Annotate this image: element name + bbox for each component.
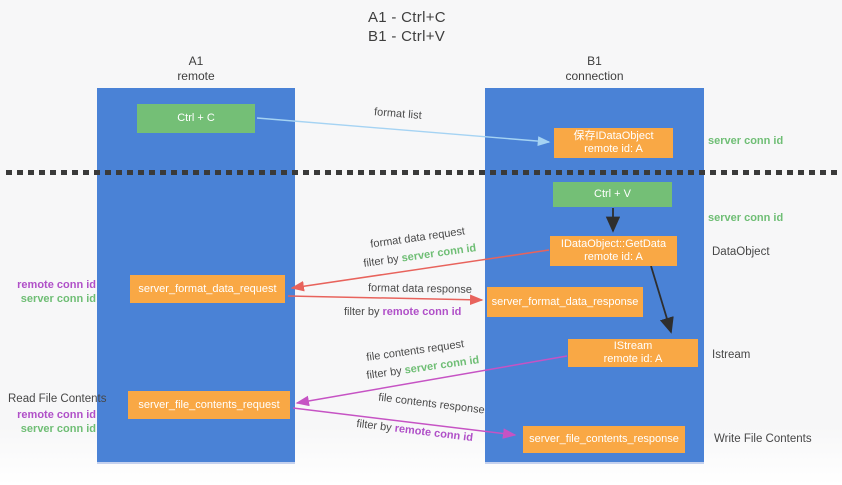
diagram-title: A1 - Ctrl+C B1 - Ctrl+V (368, 8, 446, 46)
column-b1-name: B1 (587, 54, 602, 68)
server-file-contents-request-label: server_file_contents_request (138, 398, 280, 411)
remote-conn-id-filter-value: remote conn id (382, 306, 462, 318)
remote-conn-id-filter-value: remote conn id (393, 422, 474, 445)
istream-node: IStream remote id: A (568, 339, 698, 367)
filter-by-remote-conn-id-label-file: filter by remote conn id (356, 418, 474, 444)
column-header-b1: B1 connection (485, 54, 704, 83)
server-format-data-request-label: server_format_data_request (138, 282, 277, 295)
istream-line2: remote id: A (603, 353, 663, 365)
format-list-edge-label: format list (373, 106, 423, 122)
server-format-data-response-node: server_format_data_response (487, 287, 643, 317)
column-b1-subtitle: connection (565, 68, 624, 83)
server-conn-id-label-mid: server conn id (708, 212, 784, 224)
server-file-contents-response-label: server_file_contents_response (529, 433, 679, 445)
save-dataobject-line1: 保存IDataObject (573, 130, 654, 142)
remote-conn-id-label-format: remote conn id (17, 279, 96, 291)
server-conn-id-filter-value: server conn id (403, 354, 481, 377)
ctrl-v-label: Ctrl + V (594, 188, 631, 200)
server-conn-id-label-top: server conn id (708, 135, 784, 147)
filter-prefix: filter by (365, 365, 403, 382)
ctrl-c-label: Ctrl + C (177, 112, 215, 124)
getdata-line1: IDataObject::GetData (560, 238, 667, 250)
file-conn-id-group: remote conn id server conn id (0, 408, 96, 436)
istream-side-label: Istream (712, 349, 751, 361)
filter-prefix: filter by (362, 253, 400, 270)
title-line-a1: A1 - Ctrl+C (368, 9, 446, 26)
title-line-b1: B1 - Ctrl+V (368, 28, 446, 45)
file-contents-response-edge-label: file contents response (377, 391, 486, 417)
server-file-contents-response-node: server_file_contents_response (523, 426, 685, 453)
write-file-contents-label: Write File Contents (714, 433, 812, 445)
getdata-node: IDataObject::GetData remote id: A (550, 236, 677, 266)
format-conn-id-group: remote conn id server conn id (0, 278, 96, 306)
dataobject-side-label: DataObject (712, 246, 770, 258)
save-dataobject-line2: remote id: A (584, 143, 643, 155)
server-conn-id-filter-value: server conn id (400, 242, 478, 265)
filter-prefix: filter by (355, 417, 393, 435)
istream-line1: IStream (613, 340, 653, 352)
column-a1-subtitle: remote (177, 68, 215, 83)
ctrl-v-node: Ctrl + V (553, 182, 672, 207)
remote-conn-id-label-file: remote conn id (17, 409, 96, 421)
read-file-contents-label: Read File Contents (8, 393, 107, 405)
section-divider-dotted-line (6, 170, 842, 175)
getdata-line2: remote id: A (584, 251, 643, 263)
format-data-response-arrow (287, 294, 484, 306)
column-a1-name: A1 (188, 54, 204, 68)
server-conn-id-label-format: server conn id (20, 293, 96, 305)
server-file-contents-request-node: server_file_contents_request (128, 391, 290, 419)
server-conn-id-label-file: server conn id (20, 423, 96, 435)
filter-by-remote-conn-id-label-format: filter by remote conn id (344, 306, 461, 318)
server-format-data-response-label: server_format_data_response (491, 295, 639, 308)
ctrl-c-node: Ctrl + C (137, 104, 255, 133)
column-header-a1: A1 remote (97, 54, 295, 83)
server-format-data-request-node: server_format_data_request (130, 275, 285, 303)
filter-prefix: filter by (344, 306, 380, 318)
save-dataobject-node: 保存IDataObject remote id: A (554, 128, 673, 158)
format-data-response-edge-label: format data response (367, 282, 473, 296)
